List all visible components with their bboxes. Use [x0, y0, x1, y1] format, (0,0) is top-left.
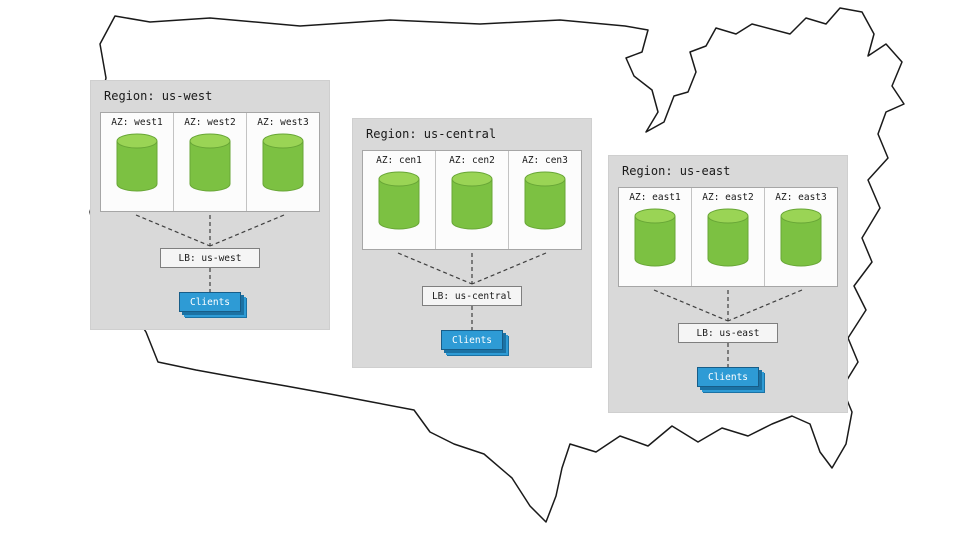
region-title: Region: us-west	[104, 89, 213, 103]
database-cylinder-icon	[189, 133, 231, 192]
load-balancer-label: LB: us-east	[696, 327, 760, 339]
az-panel: AZ: west1 AZ: west2 AZ: west3	[100, 112, 320, 212]
region-us-east: Region: us-east AZ: east1 AZ: east2 AZ: …	[608, 155, 848, 413]
database-cylinder-icon	[634, 208, 676, 267]
clients-box: Clients	[179, 292, 241, 312]
clients-label: Clients	[451, 334, 493, 346]
az-label: AZ: west2	[184, 117, 236, 128]
az-zone: AZ: cen3	[509, 151, 581, 249]
az-zone: AZ: west2	[174, 113, 247, 211]
az-zone: AZ: west1	[101, 113, 174, 211]
load-balancer-box: LB: us-east	[678, 323, 778, 343]
database-cylinder-icon	[262, 133, 304, 192]
az-zone: AZ: east3	[765, 188, 837, 286]
database-cylinder-icon	[451, 171, 493, 230]
load-balancer-label: LB: us-west	[178, 252, 242, 264]
az-panel: AZ: east1 AZ: east2 AZ: east3	[618, 187, 838, 287]
connector-lines	[653, 289, 803, 367]
region-title: Region: us-central	[366, 127, 497, 141]
database-cylinder-icon	[524, 171, 566, 230]
az-label: AZ: cen3	[522, 155, 568, 166]
load-balancer-box: LB: us-west	[160, 248, 260, 268]
az-label: AZ: west1	[111, 117, 163, 128]
database-cylinder-icon	[116, 133, 158, 192]
az-zone: AZ: cen2	[436, 151, 509, 249]
az-label: AZ: east1	[629, 192, 681, 203]
database-cylinder-icon	[378, 171, 420, 230]
az-label: AZ: east3	[775, 192, 827, 203]
az-panel: AZ: cen1 AZ: cen2 AZ: cen3	[362, 150, 582, 250]
connector-lines	[397, 252, 547, 330]
clients-box: Clients	[441, 330, 503, 350]
az-label: AZ: cen2	[449, 155, 495, 166]
az-label: AZ: east2	[702, 192, 754, 203]
clients-label: Clients	[189, 296, 231, 308]
az-zone: AZ: east2	[692, 188, 765, 286]
clients-box: Clients	[697, 367, 759, 387]
az-zone: AZ: west3	[247, 113, 319, 211]
clients-label: Clients	[707, 371, 749, 383]
region-us-central: Region: us-central AZ: cen1 AZ: cen2 AZ:…	[352, 118, 592, 368]
az-zone: AZ: east1	[619, 188, 692, 286]
load-balancer-box: LB: us-central	[422, 286, 522, 306]
az-label: AZ: cen1	[376, 155, 422, 166]
az-zone: AZ: cen1	[363, 151, 436, 249]
region-title: Region: us-east	[622, 164, 731, 178]
region-us-west: Region: us-west AZ: west1 AZ: west2 AZ: …	[90, 80, 330, 330]
database-cylinder-icon	[707, 208, 749, 267]
database-cylinder-icon	[780, 208, 822, 267]
load-balancer-label: LB: us-central	[431, 290, 513, 302]
az-label: AZ: west3	[257, 117, 309, 128]
connector-lines	[135, 214, 285, 292]
